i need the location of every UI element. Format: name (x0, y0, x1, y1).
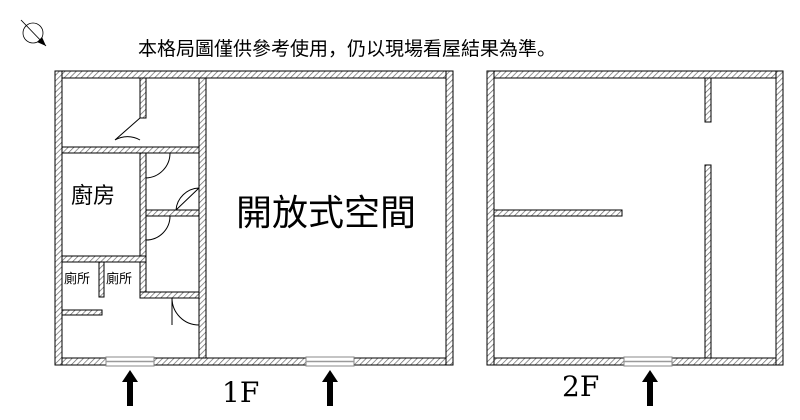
wall (139, 77, 147, 119)
wall (54, 70, 454, 79)
room-label-restroom: 廁所 (64, 271, 90, 287)
wall (61, 309, 103, 316)
wall (145, 209, 200, 217)
up-arrow-icon (322, 370, 338, 406)
north-arrow-icon (20, 19, 47, 47)
wall (775, 70, 784, 366)
wall (486, 70, 784, 79)
wall (704, 77, 712, 123)
floor-2f-plan: 2F (486, 70, 784, 406)
wall (198, 77, 207, 359)
up-arrow-icon (122, 370, 138, 406)
room-label-restroom: 廁所 (106, 271, 132, 287)
wall (486, 70, 495, 366)
wall (704, 164, 712, 359)
wall (139, 147, 147, 299)
wall (61, 255, 147, 263)
door-swing-icon (114, 117, 200, 326)
wall (61, 146, 200, 154)
wall (139, 291, 200, 299)
room-label-open-space: 開放式空間 (236, 193, 416, 234)
disclaimer-text: 本格局圖僅供參考使用，仍以現場看屋結果為準。 (138, 38, 556, 60)
wall (493, 209, 623, 217)
floor-1f-plan: 廚房 開放式空間 廁所 廁所 1F (54, 70, 454, 409)
room-label-kitchen: 廚房 (71, 184, 115, 209)
wall (98, 261, 105, 298)
wall (445, 70, 454, 366)
wall (54, 70, 63, 366)
floor-label-1f: 1F (222, 376, 259, 409)
up-arrow-icon (642, 370, 658, 406)
floor-label-2f: 2F (562, 370, 599, 403)
